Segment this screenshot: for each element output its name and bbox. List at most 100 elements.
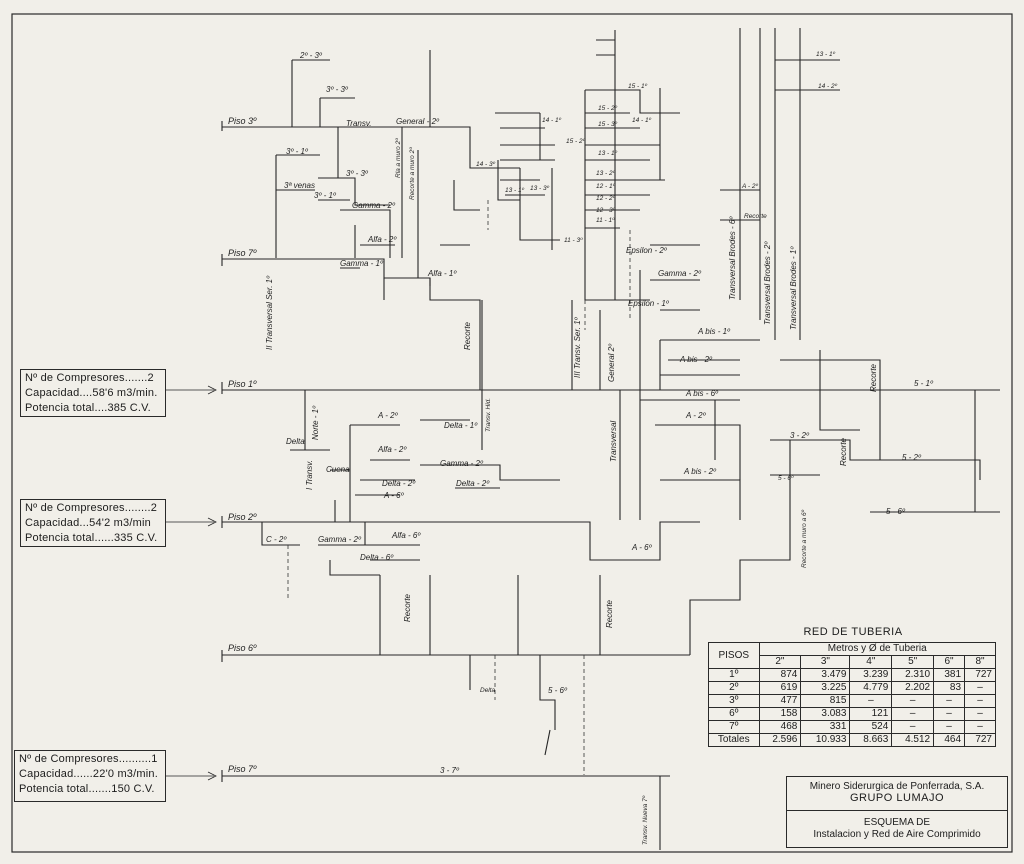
- label-abis-2: A bis - 2º: [679, 355, 713, 364]
- value-cell: –: [849, 694, 893, 708]
- company-group: GRUPO LUMAJO: [849, 792, 944, 804]
- label-3-7: 3 - 7º: [440, 766, 460, 775]
- label-delta-2-mid: Delta - 2º: [382, 479, 416, 488]
- label-3venas: 3ª venas: [284, 181, 315, 190]
- label-a-2-mid: A - 2º: [377, 411, 399, 420]
- document-title-block: ESQUEMA DE Instalacion y Red de Aire Com…: [787, 817, 1007, 841]
- value-cell: –: [933, 694, 966, 708]
- label-delta-1: Delta - 1º: [444, 421, 478, 430]
- sheet-border: [11, 13, 1013, 853]
- label-5-6c: 5 - 6º: [548, 686, 568, 695]
- label-alfa-2: Alfa - 2º: [367, 235, 397, 244]
- diameter-header: 2": [758, 655, 802, 669]
- label-delta: Delta: [286, 437, 305, 446]
- piso-cell: 2º: [708, 681, 760, 695]
- vlabel-recorte-3: Recorte: [605, 599, 614, 628]
- label-15-1: 15 - 1º: [628, 83, 648, 90]
- vlabel-recorte-a-muro: Recorte a muro a 6º: [801, 509, 808, 568]
- value-cell: 727: [964, 668, 996, 682]
- label-epsilon-2: Epsilon - 2º: [626, 246, 668, 255]
- table-row: 2º 619 3.225 4.779 2.202 83 –: [708, 681, 996, 695]
- vlabel-transv-brodes-1: Transversal Brodes - 1º: [789, 246, 798, 330]
- label-13-1: 13 - 1º: [505, 187, 525, 194]
- value-cell: 874: [758, 668, 802, 682]
- label-12-1: 12 - 1º: [596, 183, 616, 190]
- label-15-3: 15 - 3º: [598, 121, 618, 128]
- value-cell: 2.310: [891, 668, 935, 682]
- vertical-labels: II Transversal Ser. 1º Recorte III Trans…: [265, 138, 878, 845]
- vlabel-transversal: Transversal: [609, 421, 618, 462]
- diameter-header: 6": [933, 655, 966, 669]
- label-abis-6: A bis - 6º: [685, 389, 719, 398]
- document-subtitle: Instalacion y Red de Aire Comprimido: [813, 829, 981, 840]
- value-cell: 3.479: [800, 668, 851, 682]
- label-11-1: 11 - 1º: [596, 217, 615, 224]
- vlabel-recorte-2: Recorte: [403, 593, 412, 622]
- title-block: Minero Siderurgica de Ponferrada, S.A. G…: [786, 776, 1008, 848]
- label-12-3: 12 - 3º: [596, 207, 616, 214]
- label-cuena: Cuena: [326, 465, 350, 474]
- value-cell: 815: [800, 694, 851, 708]
- label-12-2: 12 - 2º: [596, 195, 616, 202]
- pipe-table: PISOS Metros y Ø de Tuberia 2" 3" 4" 5" …: [708, 642, 997, 747]
- label-c-2: C - 2º: [266, 535, 287, 544]
- floor-label-piso7-lower: Piso 7º: [228, 764, 257, 774]
- label-recorte-top: Recorte: [744, 213, 767, 220]
- value-cell: 331: [800, 720, 851, 734]
- label-14-1b: 14 - 1º: [632, 117, 652, 124]
- vlabel-recorte-1: Recorte: [463, 321, 472, 350]
- table-row: 7º 468 331 524 – – –: [708, 720, 996, 734]
- branch-labels: 2º - 3º 3º - 3º Transv. General - 2º 3º …: [228, 51, 934, 775]
- label-transv: Transv.: [346, 119, 371, 128]
- total-cell: 8.663: [849, 733, 893, 747]
- vlabel-i-transv: I Transv.: [305, 460, 314, 490]
- value-cell: 83: [933, 681, 966, 695]
- label-delta-2b: Delta - 2º: [456, 479, 490, 488]
- label-13-1r: 13 - 1º: [816, 51, 836, 58]
- floor-label-piso1: Piso 1º: [228, 379, 257, 389]
- total-cell: 10.933: [800, 733, 851, 747]
- value-cell: –: [964, 720, 996, 734]
- label-13-2: 13 - 2º: [596, 170, 616, 177]
- compressor-capacity: Capacidad....58'6 m3/min.: [25, 387, 158, 399]
- floor-label-piso2: Piso 2º: [228, 512, 257, 522]
- table-row: 6º 158 3.083 121 – – –: [708, 707, 996, 721]
- lower-branches: [469, 655, 661, 850]
- floor-label-piso6: Piso 6º: [228, 643, 257, 653]
- label-abis-2b: A bis - 2º: [683, 467, 717, 476]
- label-a-2: A - 2º: [685, 411, 707, 420]
- group-header: Metros y Ø de Tuberia: [758, 642, 997, 656]
- compressor-count: Nº de Compresores........2: [25, 502, 158, 514]
- label-alfa-6: Alfa - 6º: [391, 531, 421, 540]
- diameter-header: 8": [964, 655, 996, 669]
- label-3-3: 3º - 3º: [326, 85, 349, 94]
- label-5-6: 5 - 6º: [778, 475, 794, 482]
- vlabel-recorte-right: Recorte: [869, 363, 878, 392]
- table-row: 1º 874 3.479 3.239 2.310 381 727: [708, 668, 996, 682]
- vlabel-recorte-right2: Recorte: [839, 437, 848, 466]
- label-gamma-2-left: Gamma - 2º: [318, 535, 362, 544]
- label-13-1b: 13 - 1º: [598, 150, 618, 157]
- label-15-2: 15 - 2º: [598, 105, 618, 112]
- label-abis-1: A bis - 1º: [697, 327, 731, 336]
- compressor-box-piso1: Nº de Compresores.......2 Capacidad....5…: [20, 369, 166, 417]
- compressor-box-piso2: Nº de Compresores........2 Capacidad...5…: [20, 499, 166, 547]
- vlabel-rla-muro: Rla a muro 2º: [395, 138, 402, 178]
- value-cell: –: [891, 720, 935, 734]
- value-cell: 381: [933, 668, 966, 682]
- vlabel-transv-brodes-6: Transversal Brodes - 6º: [728, 216, 737, 300]
- right-middle-branches: [640, 339, 1000, 655]
- compressor-capacity: Capacidad...54'2 m3/min: [25, 517, 151, 529]
- value-cell: 158: [758, 707, 802, 721]
- diameter-header: 5": [891, 655, 935, 669]
- total-cell: 4.512: [891, 733, 935, 747]
- compressor-capacity: Capacidad......22'0 m3/min.: [19, 768, 158, 780]
- label-delta-6: Delta - 6º: [360, 553, 394, 562]
- label-alfa-2-mid: Alfa - 2º: [377, 445, 407, 454]
- value-cell: 524: [849, 720, 893, 734]
- right-verticals: [700, 28, 840, 341]
- upper-center-cluster: [487, 30, 700, 330]
- label-a-6b: A - 6º: [631, 543, 653, 552]
- floor-label-piso7-upper: Piso 7º: [228, 248, 257, 258]
